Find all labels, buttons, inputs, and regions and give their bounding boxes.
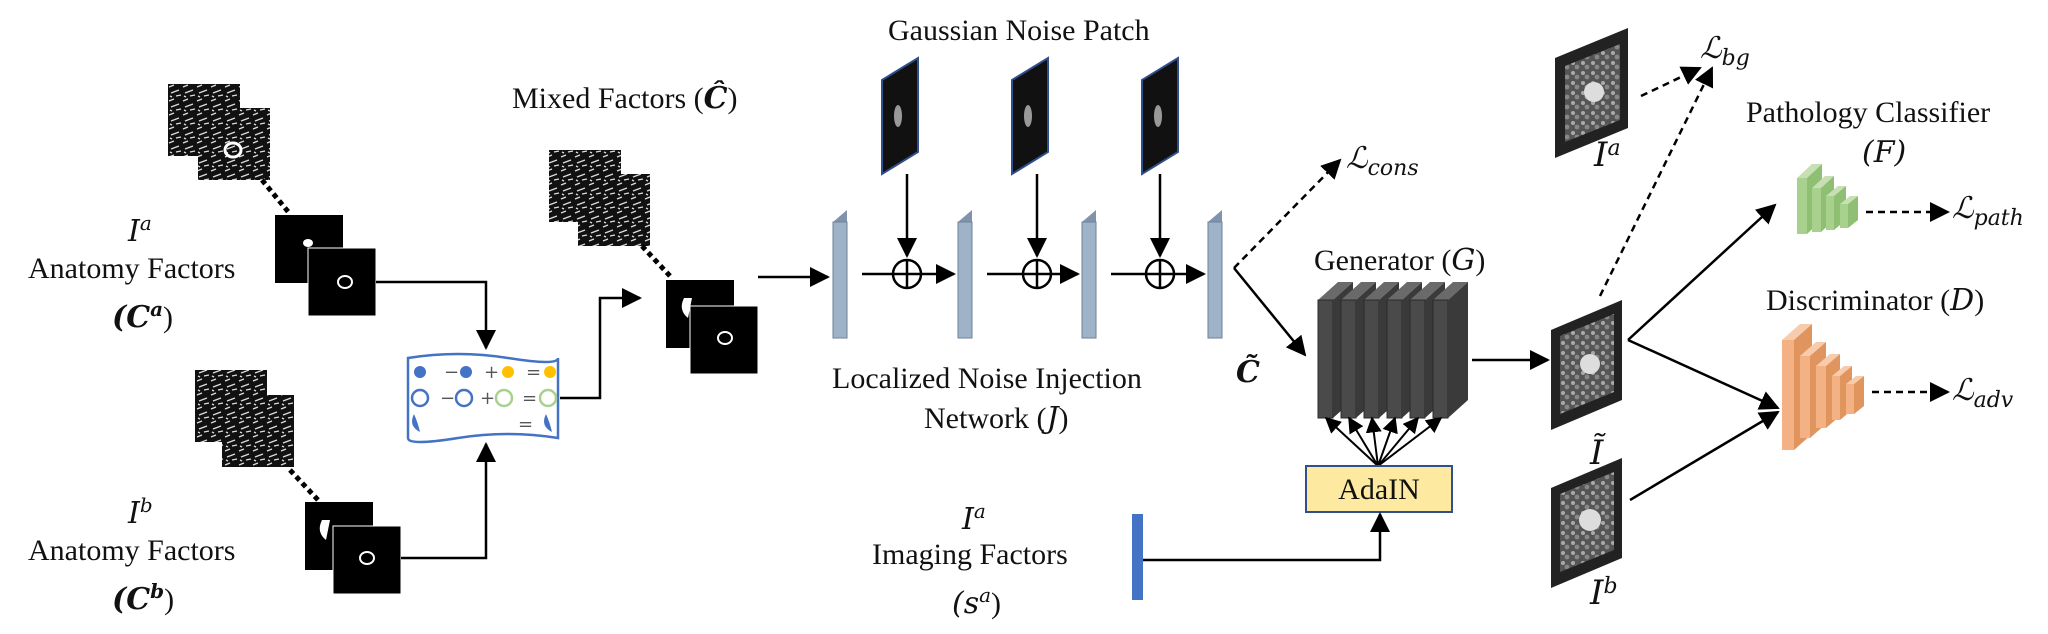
- ring-blue-2: [454, 388, 474, 408]
- arrow-i-tilde-to-l-bg: [1598, 66, 1714, 297]
- pathology-classifier-title: Pathology Classifier: [1746, 96, 1991, 129]
- anatomy-a-ring: [223, 141, 243, 159]
- noise-patch-2: [1011, 56, 1049, 176]
- mixed-factors-stack: [549, 150, 759, 375]
- discriminator-label: Discriminator (D): [1766, 283, 1985, 318]
- mixing-table-frame: [406, 352, 560, 444]
- arrow-anatomy-b-to-mix: [401, 442, 496, 560]
- noise-patch-3: [1141, 56, 1179, 176]
- noise-layer-2: [957, 210, 973, 339]
- noise-patch-1: [881, 56, 919, 176]
- mixed-slice-2: [578, 174, 650, 246]
- arrow-ia-to-l-bg: [1640, 66, 1702, 98]
- mixed-mask-2: [689, 305, 759, 375]
- generator-layer-6: [1432, 282, 1468, 419]
- noise-net-label-line2: Network (J): [924, 401, 1069, 436]
- arrow-output-to-classifier: [1627, 203, 1777, 341]
- op-equals-2: =: [522, 388, 537, 409]
- ring-green-1: [494, 388, 514, 408]
- mixing-table: − + = − + = =: [406, 352, 560, 444]
- oplus-icon-1: [891, 258, 923, 290]
- arrow-output-to-discriminator: [1627, 338, 1780, 410]
- dot-blue-2: [460, 366, 472, 378]
- dot-yellow-2: [544, 366, 556, 378]
- adain-label: AdaIN: [1338, 473, 1420, 506]
- mixed-dots: [640, 244, 672, 278]
- op-minus-1: −: [444, 362, 459, 383]
- oplus-icon-2: [1021, 258, 1053, 290]
- crescent-blue-2: [544, 414, 552, 432]
- dot-blue-1: [414, 366, 426, 378]
- imaging-factors-symbol: (sa): [952, 583, 1002, 621]
- noise-layer-1: [832, 210, 848, 339]
- l-path-label: ℒpath: [1952, 191, 2024, 232]
- ring-blue-1: [410, 388, 430, 408]
- arrow-mix-to-mixed-factors: [560, 288, 642, 400]
- l-bg-label: ℒbg: [1700, 31, 1750, 72]
- arrow-noise-net-to-generator: [1233, 267, 1307, 357]
- dot-yellow-1: [502, 366, 514, 378]
- crescent-blue-1: [412, 414, 420, 432]
- op-equals-3: =: [518, 414, 533, 435]
- noise-net-label-line1: Localized Noise Injection: [832, 362, 1142, 395]
- arrow-ib-to-discriminator: [1629, 410, 1780, 502]
- op-equals-1: =: [526, 362, 541, 383]
- anatomy-a-stack: [168, 84, 377, 317]
- anatomy-a-dots: [260, 178, 292, 216]
- image-ia: [1555, 28, 1628, 158]
- l-cons-label: ℒcons: [1346, 141, 1419, 182]
- imaging-ia-label: Ia: [962, 499, 986, 537]
- img-ib-label: Ib: [1590, 573, 1618, 613]
- image-i-tilde: [1551, 300, 1622, 430]
- op-plus-1: +: [484, 362, 499, 383]
- anatomy-a-mask-2: [307, 247, 377, 317]
- mixed-mask-1-blob: [681, 298, 692, 318]
- mixed-factors-label: Mixed Factors (Ĉ): [512, 81, 738, 116]
- mixed-mask-2-ring: [717, 331, 733, 345]
- anatomy-b-title: Anatomy Factors: [28, 534, 236, 567]
- arrow-to-l-cons: [1233, 158, 1342, 269]
- noise-injection-network: [832, 56, 1223, 339]
- adain-fan-arrows: [1324, 416, 1443, 467]
- pathology-classifier-block: [1797, 164, 1858, 234]
- anatomy-b-stack: [195, 370, 402, 595]
- discriminator-block: [1782, 324, 1864, 450]
- ib-top-label: Ib: [128, 493, 153, 531]
- oplus-icon-3: [1144, 258, 1176, 290]
- arrow-imaging-to-adain: [1143, 512, 1390, 562]
- noise-layer-3: [1081, 210, 1097, 339]
- anatomy-a-mask-2-ring: [337, 275, 353, 289]
- anatomy-b-dots: [288, 468, 320, 502]
- anatomy-b-mask-2: [332, 525, 402, 595]
- anatomy-a-title: Anatomy Factors: [28, 252, 236, 285]
- img-ia-label: Ia: [1594, 135, 1621, 175]
- anatomy-a-symbol: (Ca): [112, 297, 174, 335]
- anatomy-b-slice-2: [222, 395, 294, 467]
- anatomy-b-mask-1-blob: [319, 520, 330, 540]
- i-tilde-label: Ĩ: [1590, 433, 1604, 473]
- c-tilde-label: C̃: [1236, 355, 1260, 390]
- image-ib: [1551, 458, 1622, 588]
- arrow-anatomy-a-to-mix: [376, 280, 496, 350]
- imaging-factor-bar: [1132, 514, 1143, 600]
- generator-block: [1317, 282, 1468, 419]
- generator-label: Generator (G): [1314, 243, 1486, 278]
- ring-green-2: [538, 388, 558, 408]
- gaussian-noise-patch-label: Gaussian Noise Patch: [888, 14, 1150, 47]
- pathology-classifier-symbol: (F): [1862, 135, 1907, 170]
- imaging-factors-title: Imaging Factors: [872, 538, 1068, 571]
- anatomy-b-mask-2-ring: [359, 551, 375, 565]
- adain-box: [1305, 465, 1453, 513]
- op-minus-2: −: [440, 388, 455, 409]
- anatomy-a-mask-1-blob: [303, 239, 313, 247]
- noise-layer-4: [1207, 210, 1223, 339]
- op-plus-2: +: [480, 388, 495, 409]
- l-adv-label: ℒadv: [1952, 373, 2014, 414]
- ia-top-label: Ia: [128, 211, 152, 249]
- anatomy-b-symbol: (Cb): [112, 579, 175, 617]
